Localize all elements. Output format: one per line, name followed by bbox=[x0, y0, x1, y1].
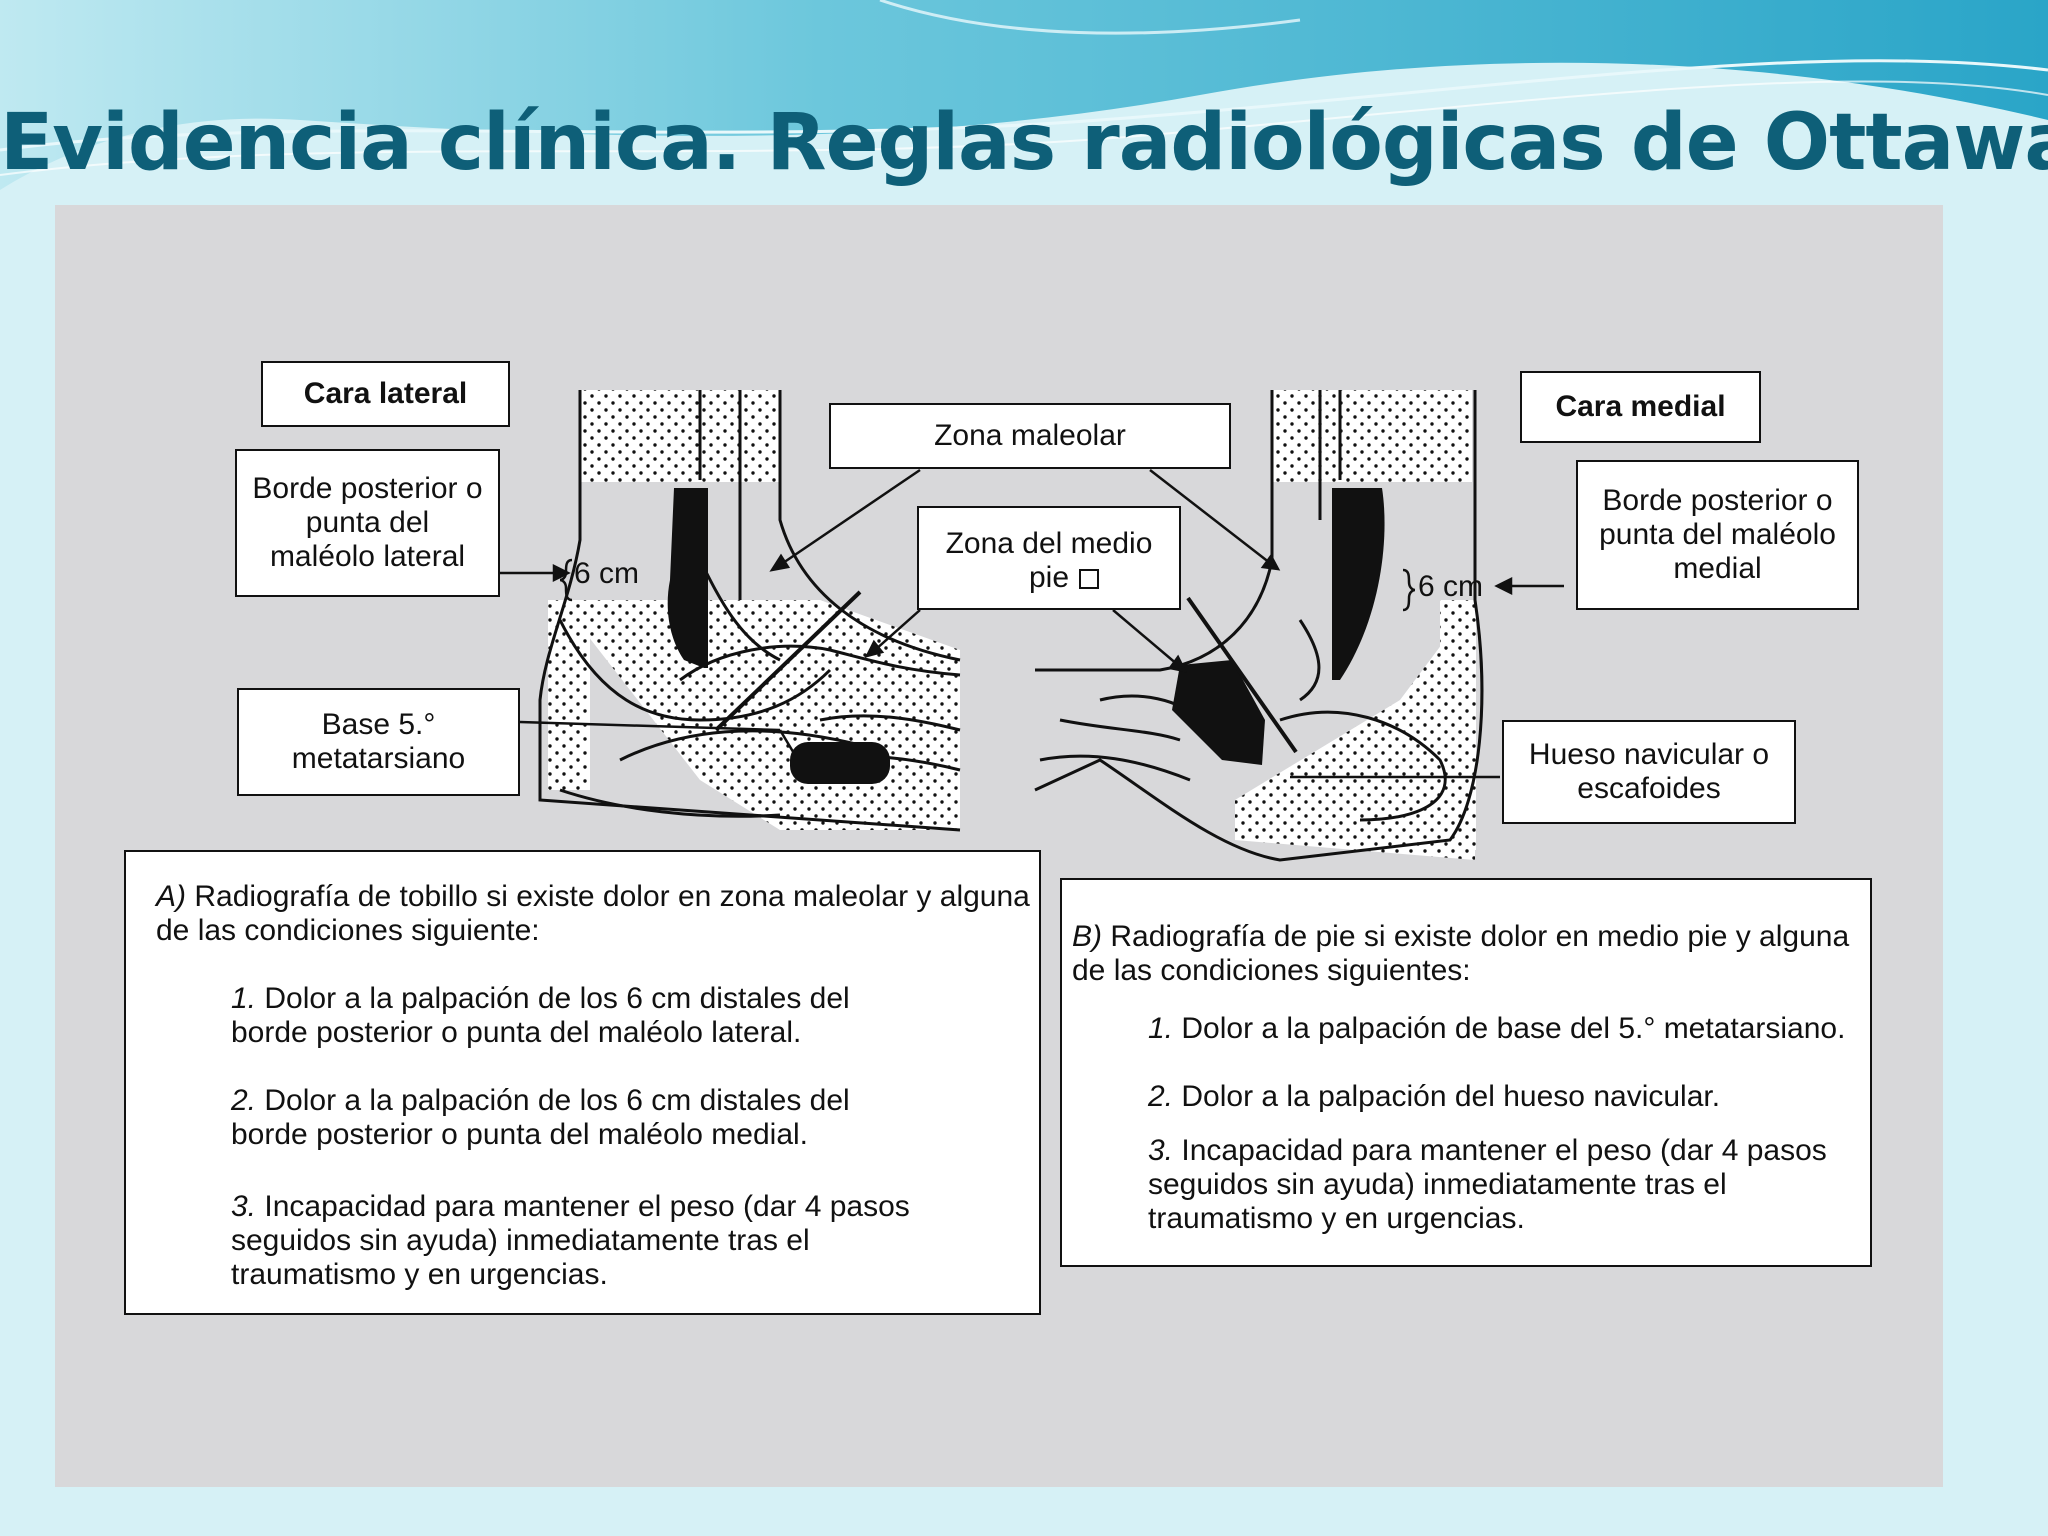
rules-a-letter: A) bbox=[156, 880, 186, 913]
rules-b-item-3: 3. Incapacidad para mantener el peso (da… bbox=[1148, 1134, 1828, 1236]
label-zona-maleolar: Zona maleolar bbox=[829, 403, 1231, 469]
label-hueso-navicular: Hueso navicular o escafoides bbox=[1502, 720, 1796, 824]
label-base-5-metatarsiano: Base 5.° metatarsiano bbox=[237, 688, 520, 796]
fifth-metatarsal-base bbox=[790, 742, 890, 784]
rules-a-item-2: 2. Dolor a la palpación de los 6 cm dist… bbox=[231, 1084, 931, 1152]
rules-box-ankle: A) Radiografía de tobillo si existe dolo… bbox=[124, 850, 1041, 1315]
medial-foot-drawing bbox=[1034, 390, 1484, 862]
rules-a-item-1-text: Dolor a la palpación de los 6 cm distale… bbox=[231, 982, 850, 1049]
navicular-zone bbox=[1172, 660, 1265, 765]
label-cara-lateral: Cara lateral bbox=[261, 361, 510, 427]
rules-b-letter: B) bbox=[1072, 920, 1102, 953]
square-icon bbox=[1079, 569, 1099, 589]
rules-a-item-1-num: 1. bbox=[231, 982, 257, 1015]
rules-b-item-1-num: 1. bbox=[1148, 1012, 1174, 1045]
rules-b-heading-text: Radiografía de pie si existe dolor en me… bbox=[1072, 920, 1850, 987]
rules-b-item-1: 1. Dolor a la palpación de base del 5.° … bbox=[1148, 1012, 1858, 1046]
label-borde-medial: Borde posterior o punta del maléolo medi… bbox=[1576, 460, 1859, 610]
rules-b-item-1-text: Dolor a la palpación de base del 5.° met… bbox=[1181, 1012, 1846, 1045]
rules-a-item-3-text: Incapacidad para mantener el peso (dar 4… bbox=[231, 1190, 910, 1291]
rules-a-heading: A) Radiografía de tobillo si existe dolo… bbox=[156, 880, 1036, 948]
zona-medio-pie-text: Zona del medio pie bbox=[945, 527, 1153, 594]
lateral-malleolus-zone bbox=[667, 488, 704, 668]
rules-b-item-3-num: 3. bbox=[1148, 1134, 1174, 1167]
rules-b-item-2: 2. Dolor a la palpación del hueso navicu… bbox=[1148, 1080, 1858, 1114]
rules-a-heading-text: Radiografía de tobillo si existe dolor e… bbox=[156, 880, 1030, 947]
six-cm-label-medial: 6 cm bbox=[1418, 570, 1484, 603]
medial-malleolus-zone bbox=[1332, 488, 1385, 680]
rules-box-foot: B) Radiografía de pie si existe dolor en… bbox=[1060, 878, 1872, 1267]
slide-title: Evidencia clínica. Reglas radiológicas d… bbox=[0, 98, 2048, 188]
rules-b-heading: B) Radiografía de pie si existe dolor en… bbox=[1072, 920, 1862, 988]
label-borde-lateral: Borde posterior o punta del maléolo late… bbox=[235, 449, 500, 597]
rules-b-item-2-num: 2. bbox=[1148, 1080, 1174, 1113]
rules-a-item-2-text: Dolor a la palpación de los 6 cm distale… bbox=[231, 1084, 850, 1151]
rules-a-item-3-num: 3. bbox=[231, 1190, 257, 1223]
rules-b-item-2-text: Dolor a la palpación del hueso navicular… bbox=[1181, 1080, 1721, 1113]
rules-b-item-3-text: Incapacidad para mantener el peso (dar 4… bbox=[1148, 1134, 1827, 1235]
rules-a-item-1: 1. Dolor a la palpación de los 6 cm dist… bbox=[231, 982, 931, 1050]
rules-a-item-2-num: 2. bbox=[231, 1084, 257, 1117]
rules-a-item-3: 3. Incapacidad para mantener el peso (da… bbox=[231, 1190, 911, 1292]
label-cara-medial: Cara medial bbox=[1520, 371, 1761, 443]
label-zona-medio-pie: Zona del medio pie bbox=[917, 506, 1181, 610]
six-cm-label-lateral: 6 cm bbox=[574, 557, 640, 590]
